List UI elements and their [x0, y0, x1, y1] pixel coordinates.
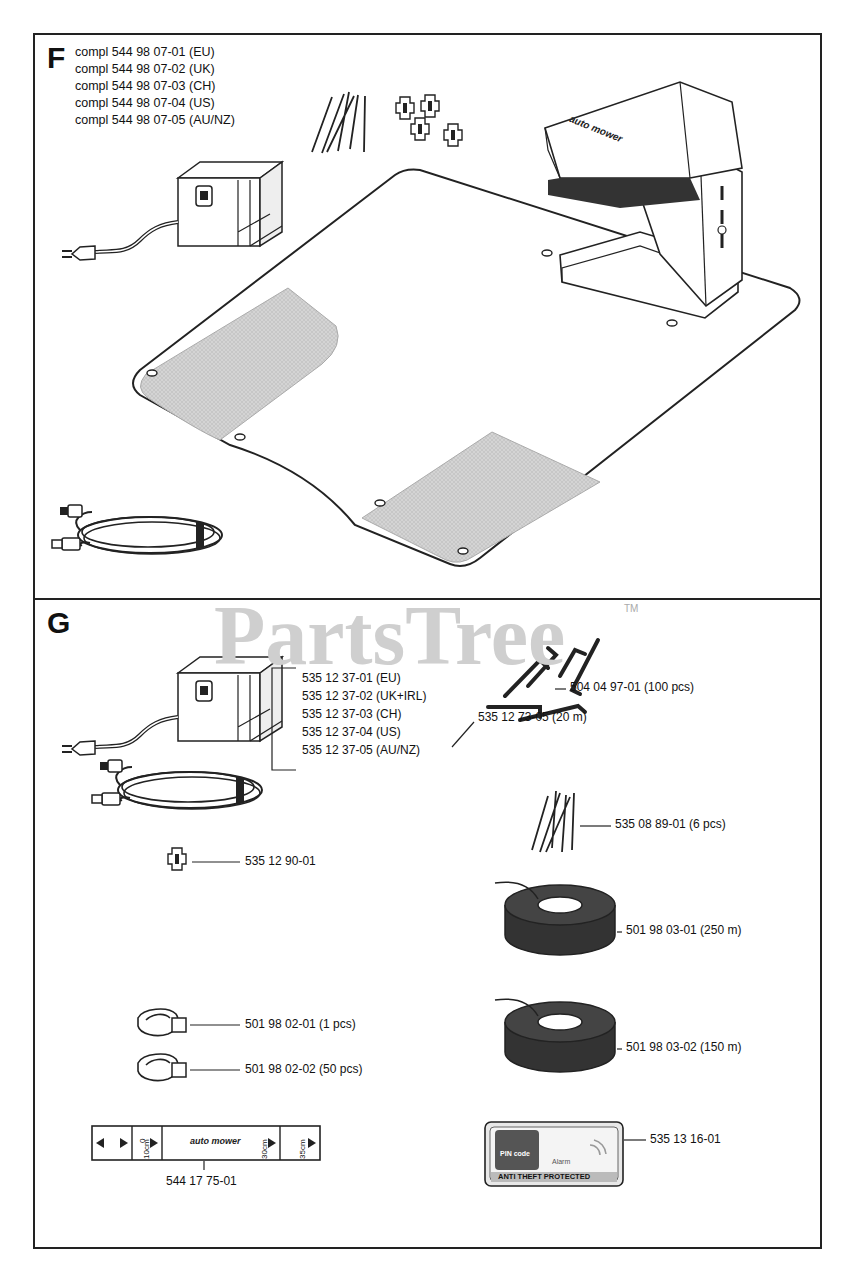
- part-number: 535 13 16-01: [650, 1133, 721, 1147]
- panel-letter: G: [47, 608, 70, 638]
- part-number: 535 08 89-01 (6 pcs): [615, 818, 726, 832]
- part-number: 544 17 75-01: [166, 1175, 237, 1189]
- part-number: 501 98 03-02 (150 m): [626, 1041, 741, 1055]
- part-number: 504 04 97-01 (100 pcs): [570, 681, 694, 695]
- sticker-text: PIN code: [500, 1150, 530, 1158]
- part-number: compl 544 98 07-02 (UK): [75, 62, 215, 76]
- part-number: 535 12 37-03 (CH): [302, 708, 401, 722]
- part-number: 535 12 37-05 (AU/NZ): [302, 744, 420, 758]
- part-number: compl 544 98 07-01 (EU): [75, 45, 215, 59]
- watermark: PartsTree: [214, 588, 565, 685]
- brand-logo: auto mower: [190, 1136, 241, 1146]
- part-number: 535 12 90-01: [245, 855, 316, 869]
- ruler-mark: 10cm: [142, 1139, 151, 1159]
- sticker-text: ANTI THEFT PROTECTED: [498, 1173, 590, 1182]
- ruler-mark: 30cm: [260, 1139, 269, 1159]
- part-number: compl 544 98 07-04 (US): [75, 96, 215, 110]
- part-number: 535 12 37-01 (EU): [302, 672, 401, 686]
- sticker-text: Alarm: [552, 1158, 570, 1166]
- part-number: compl 544 98 07-03 (CH): [75, 79, 215, 93]
- part-number: 501 98 03-01 (250 m): [626, 924, 741, 938]
- part-number: 535 12 37-02 (UK+IRL): [302, 690, 426, 704]
- part-number: 535 12 73-05 (20 m): [478, 711, 587, 725]
- trademark: TM: [624, 603, 638, 615]
- ruler-mark: 35cm: [298, 1139, 307, 1159]
- part-number: 535 12 37-04 (US): [302, 726, 401, 740]
- part-number: compl 544 98 07-05 (AU/NZ): [75, 113, 235, 127]
- panel-letter: F: [47, 43, 65, 73]
- part-number: 501 98 02-02 (50 pcs): [245, 1063, 362, 1077]
- part-number: 501 98 02-01 (1 pcs): [245, 1018, 356, 1032]
